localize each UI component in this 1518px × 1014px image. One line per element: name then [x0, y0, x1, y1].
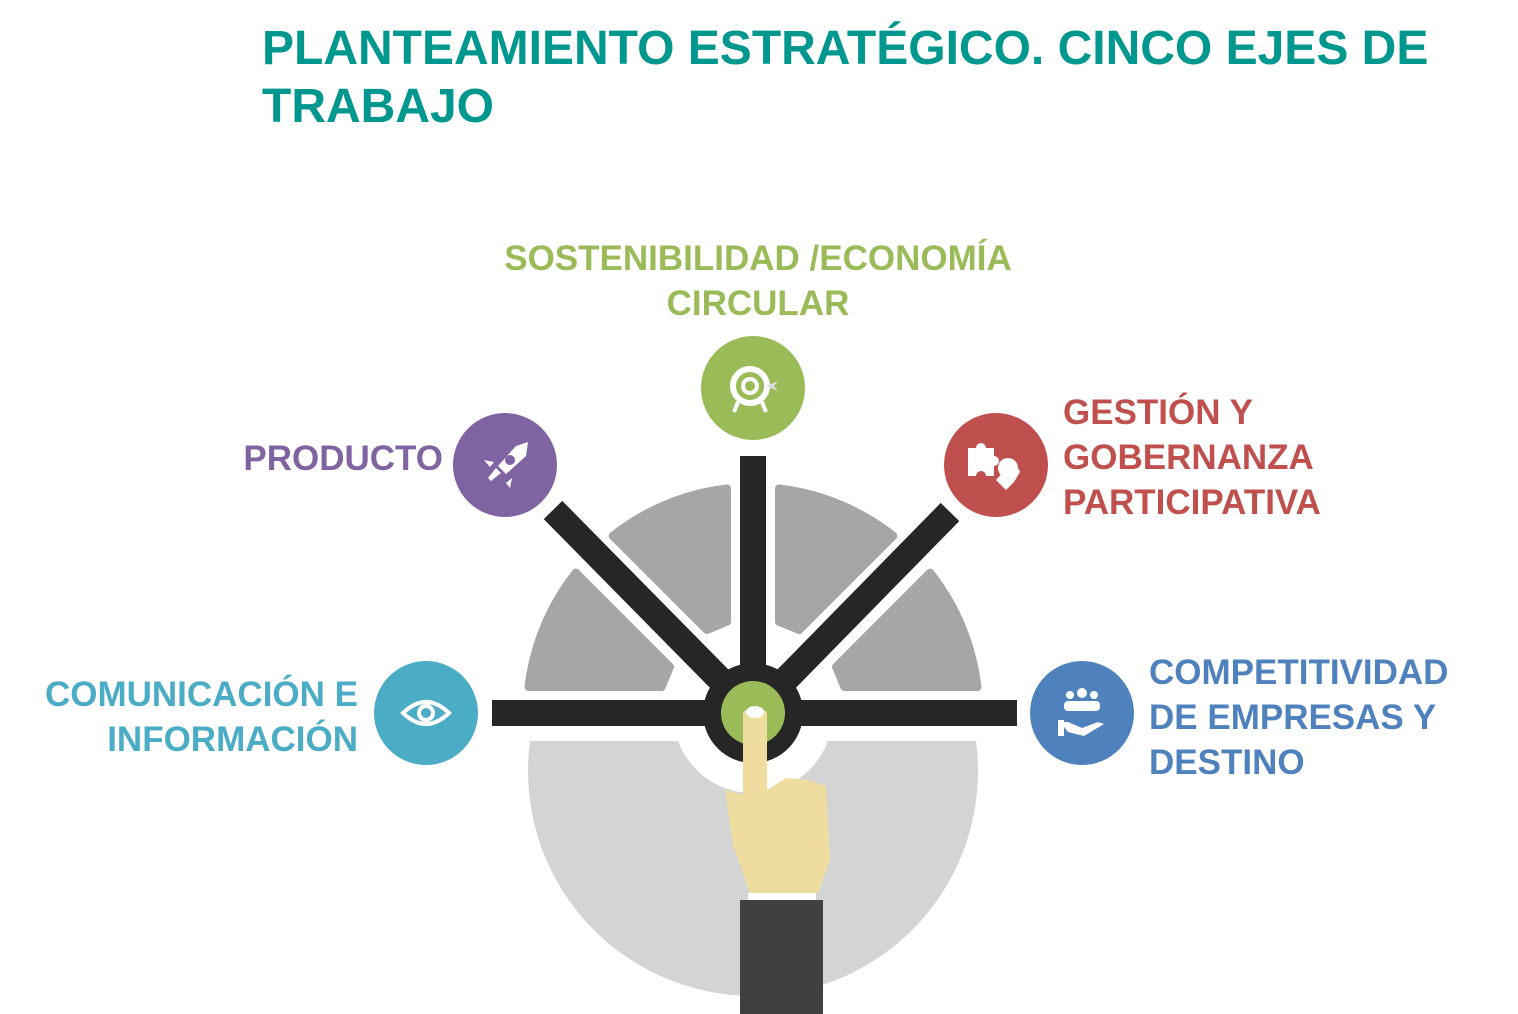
circle-sostenibilidad	[701, 336, 805, 440]
circle-comunicacion	[374, 661, 478, 765]
puzzle-gear-icon	[968, 443, 1020, 490]
label-sostenibilidad: SOSTENIBILIDAD /ECONOMÍA CIRCULAR	[504, 239, 1012, 323]
rocket-icon	[484, 442, 528, 488]
circle-competitividad	[1030, 661, 1134, 765]
eye-icon	[400, 700, 452, 726]
wedge-3	[608, 484, 731, 635]
page-title: PLANTEAMIENTO ESTRATÉGICO. CINCO EJES DE…	[262, 22, 1429, 133]
wedge-1	[831, 568, 982, 691]
wedge-2	[775, 484, 898, 635]
people-hand-icon	[1058, 688, 1104, 736]
wedge-4	[524, 568, 675, 691]
label-gestion: GESTIÓN Y GOBERNANZA PARTICIPATIVA	[1063, 393, 1321, 522]
upper-wedges	[524, 484, 982, 691]
pointing-hand-icon	[725, 706, 830, 1014]
circle-producto	[453, 413, 557, 517]
label-competitividad: COMPETITIVIDAD DE EMPRESAS Y DESTINO	[1149, 653, 1449, 782]
label-producto: PRODUCTO	[243, 439, 443, 478]
circle-gestion	[944, 413, 1048, 517]
label-comunicacion: COMUNICACIÓN E INFORMACIÓN	[44, 675, 358, 759]
